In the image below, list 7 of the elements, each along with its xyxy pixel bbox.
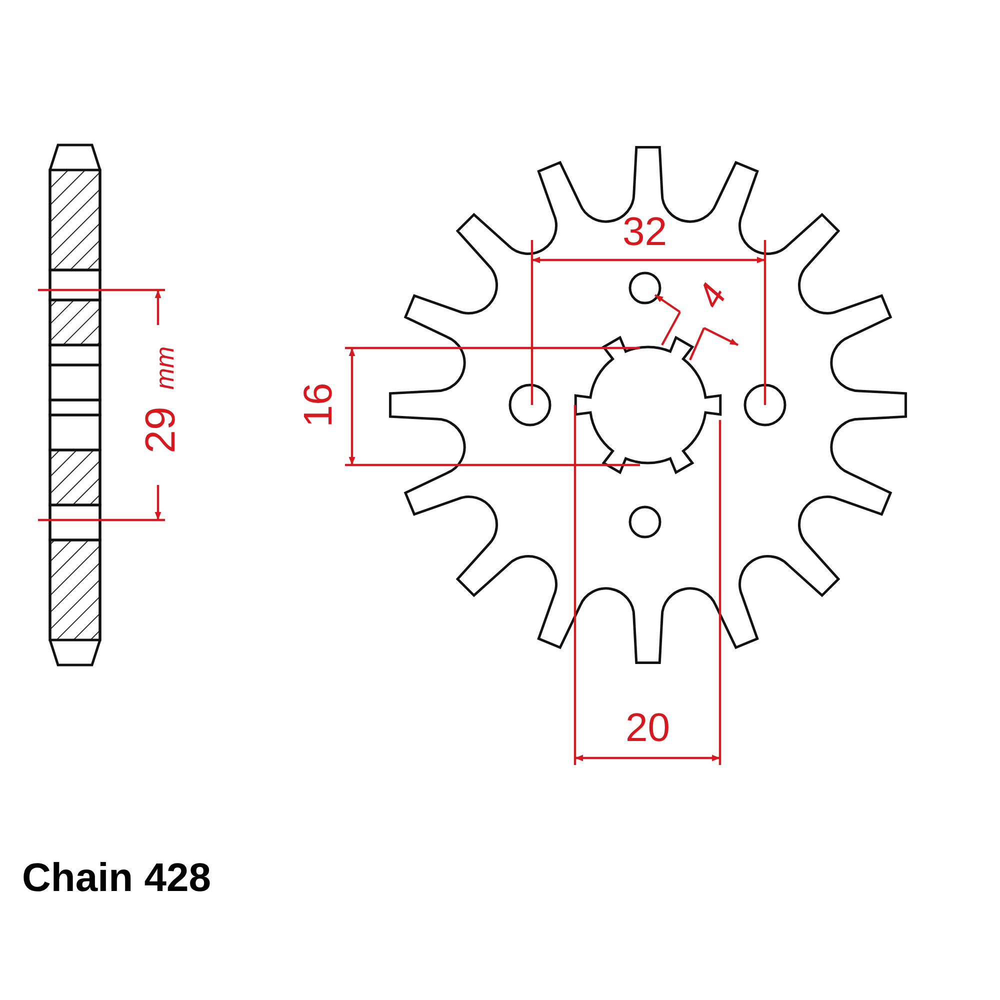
dimension-value: 4 — [691, 278, 733, 314]
dimension-value: 29 — [138, 406, 181, 454]
dimension-value: mm — [151, 346, 178, 390]
dimension-value: 32 — [622, 212, 667, 252]
caption: Chain 428 — [22, 858, 211, 898]
dimension-value: 20 — [626, 708, 670, 748]
dimension-value: 16 — [298, 382, 338, 428]
